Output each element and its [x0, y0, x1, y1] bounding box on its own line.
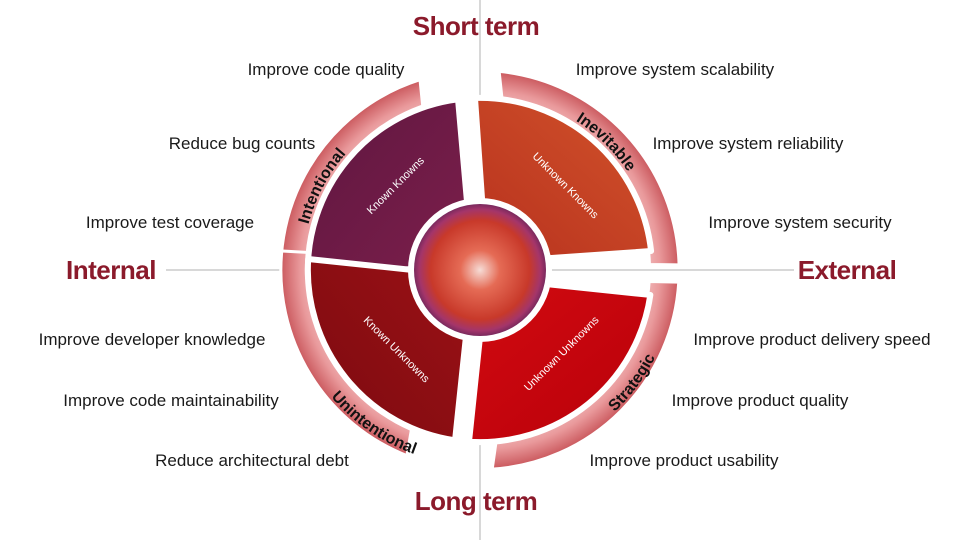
goal-item: Improve product usability	[590, 451, 779, 470]
goal-item: Reduce bug counts	[169, 134, 316, 153]
axis-label-long-term: Long term	[415, 486, 538, 516]
goal-item: Improve code quality	[248, 60, 405, 79]
goal-item: Improve system security	[708, 213, 892, 232]
goal-item: Improve code maintainability	[63, 391, 279, 410]
goal-item: Improve developer knowledge	[39, 330, 266, 349]
axis-label-internal: Internal	[66, 255, 156, 285]
axis-label-external: External	[798, 255, 897, 285]
axis-label-short-term: Short term	[413, 11, 539, 41]
goal-item: Improve system scalability	[576, 60, 775, 79]
goal-item: Improve product delivery speed	[693, 330, 930, 349]
goal-item: Improve product quality	[672, 391, 849, 410]
center-circle	[414, 204, 546, 336]
goal-item: Improve system reliability	[653, 134, 844, 153]
goal-item: Improve test coverage	[86, 213, 254, 232]
goal-item: Reduce architectural debt	[155, 451, 349, 470]
quadrants	[304, 94, 655, 446]
